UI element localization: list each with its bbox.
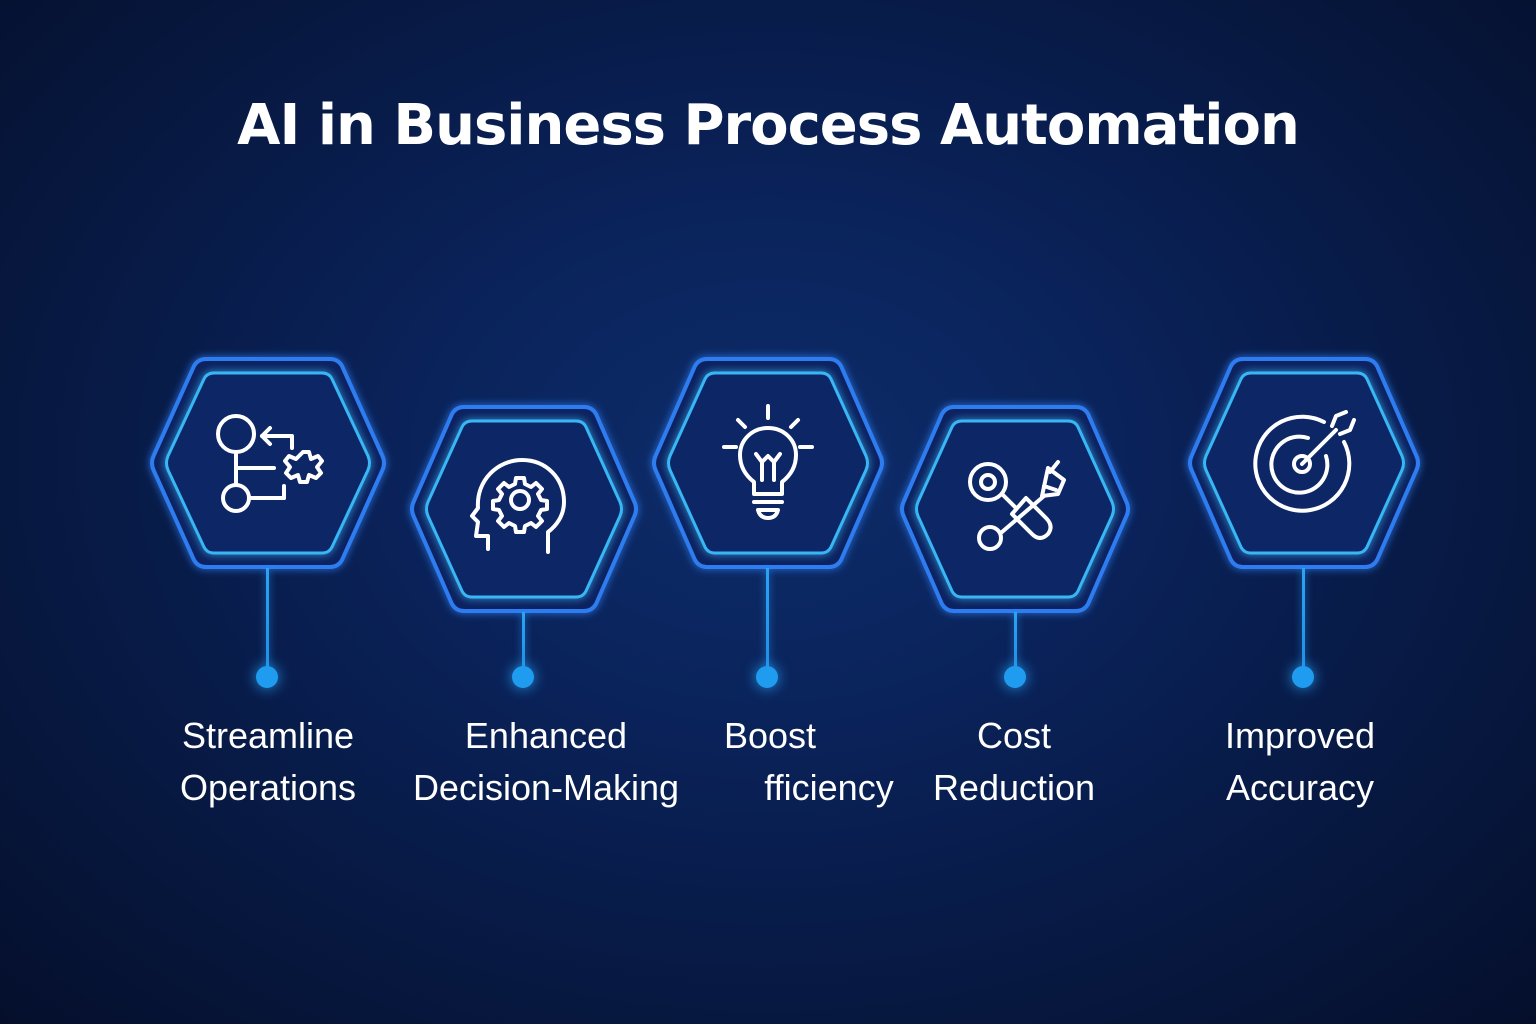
label-cost-reduction: Cost Reduction (932, 715, 1096, 808)
label-enhanced-decision-making: Enhanced Decision-Making (412, 715, 680, 808)
connector-dot-cost (1004, 666, 1026, 688)
connector-dot-efficiency (756, 666, 778, 688)
tools-icon (968, 460, 1066, 551)
hexagon-card-cost (898, 404, 1132, 614)
page-title: AI in Business Process Automation (237, 93, 1300, 158)
hexagon-card-accuracy (1186, 356, 1422, 570)
connector-dot-decision (512, 666, 534, 688)
head-gear-icon (470, 458, 566, 554)
connector-line-cost (1014, 612, 1017, 672)
workflow-icon (216, 414, 324, 513)
connector-dot-accuracy (1292, 666, 1314, 688)
hexagon-card-streamline (148, 356, 388, 570)
label-streamline-operations: Streamline Operations (179, 715, 357, 808)
label-boost-efficiency: Boost fficiency (723, 715, 894, 808)
hexagon-card-decision (408, 404, 640, 614)
connector-line-accuracy (1302, 568, 1305, 672)
connector-line-efficiency (766, 568, 769, 672)
label-improved-accuracy: Improved Accuracy (1224, 715, 1376, 808)
connector-line-decision (522, 612, 525, 672)
connector-dot-streamline (256, 666, 278, 688)
connector-line-streamline (266, 568, 269, 672)
target-icon (1253, 410, 1356, 513)
hexagon-card-efficiency (650, 356, 886, 570)
lightbulb-icon (722, 404, 814, 520)
